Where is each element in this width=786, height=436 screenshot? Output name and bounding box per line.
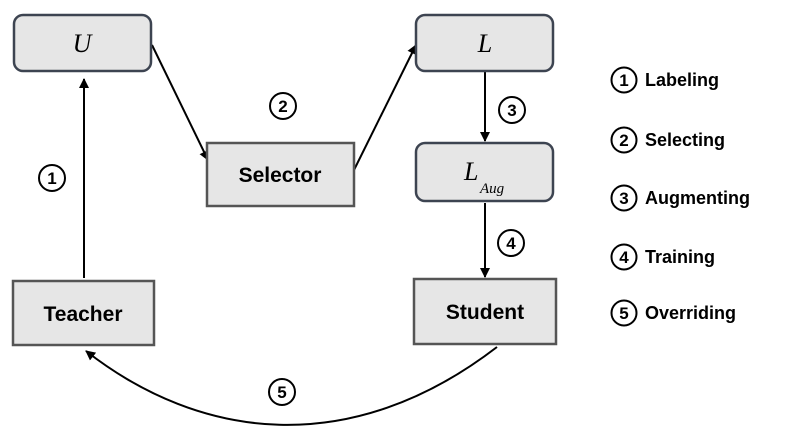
legend-item-overriding: 5 Overriding <box>610 299 736 327</box>
step-marker-4: 4 <box>497 229 525 257</box>
legend-item-training: 4 Training <box>610 243 715 271</box>
node-selector-label: Selector <box>239 164 322 187</box>
step-number: 4 <box>506 234 516 253</box>
step-marker-3: 3 <box>498 96 526 124</box>
arrow-selector-to-l <box>353 44 417 171</box>
step-marker-2: 2 <box>269 92 297 120</box>
step-number: 5 <box>277 383 286 402</box>
svg-text:L: L <box>463 157 478 186</box>
legend-label: Labeling <box>645 70 719 90</box>
step-number: 2 <box>278 97 287 116</box>
legend-item-labeling: 1 Labeling <box>610 66 719 94</box>
legend-label: Augmenting <box>645 188 750 208</box>
legend-number: 2 <box>619 131 628 150</box>
node-l-aug: L Aug <box>414 141 555 203</box>
legend-item-augmenting: 3 Augmenting <box>610 184 750 212</box>
legend-label: Overriding <box>645 303 736 323</box>
legend-number: 5 <box>619 304 628 323</box>
legend: 1 Labeling 2 Selecting 3 Augmenting 4 Tr… <box>610 66 750 327</box>
legend-number: 4 <box>619 248 629 267</box>
node-l: L <box>414 13 555 73</box>
legend-number: 3 <box>619 189 628 208</box>
node-teacher-label: Teacher <box>44 303 123 326</box>
node-student-label: Student <box>446 301 524 324</box>
node-l-label: L <box>477 29 492 58</box>
node-student: Student <box>412 277 558 346</box>
arrow-student-to-teacher <box>85 346 498 426</box>
node-u: U <box>12 13 153 73</box>
node-l-aug-subscript: Aug <box>479 181 505 197</box>
node-selector: Selector <box>205 141 356 208</box>
node-l-aug-label: L <box>463 157 478 186</box>
node-teacher: Teacher <box>11 279 156 347</box>
node-u-label: U <box>73 29 94 58</box>
arrow-u-to-selector <box>151 44 209 161</box>
legend-item-selecting: 2 Selecting <box>610 126 725 154</box>
legend-number: 1 <box>619 71 628 90</box>
step-marker-1: 1 <box>38 164 66 192</box>
step-number: 1 <box>47 169 56 188</box>
legend-label: Training <box>645 247 715 267</box>
step-number: 3 <box>507 101 516 120</box>
step-marker-5: 5 <box>268 378 296 406</box>
legend-label: Selecting <box>645 130 725 150</box>
